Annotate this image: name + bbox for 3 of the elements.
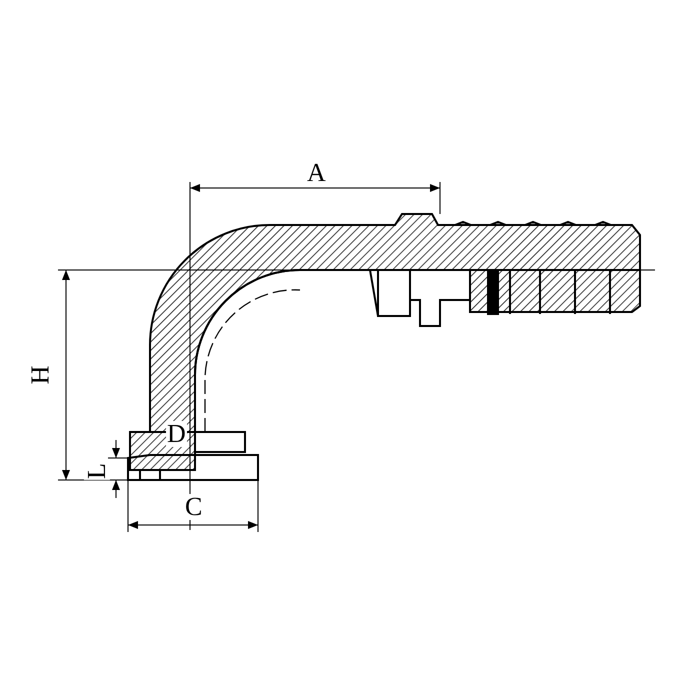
dimension-label: L — [84, 462, 110, 480]
dimension-label: C — [184, 494, 204, 520]
dimension-label: D — [166, 421, 187, 447]
